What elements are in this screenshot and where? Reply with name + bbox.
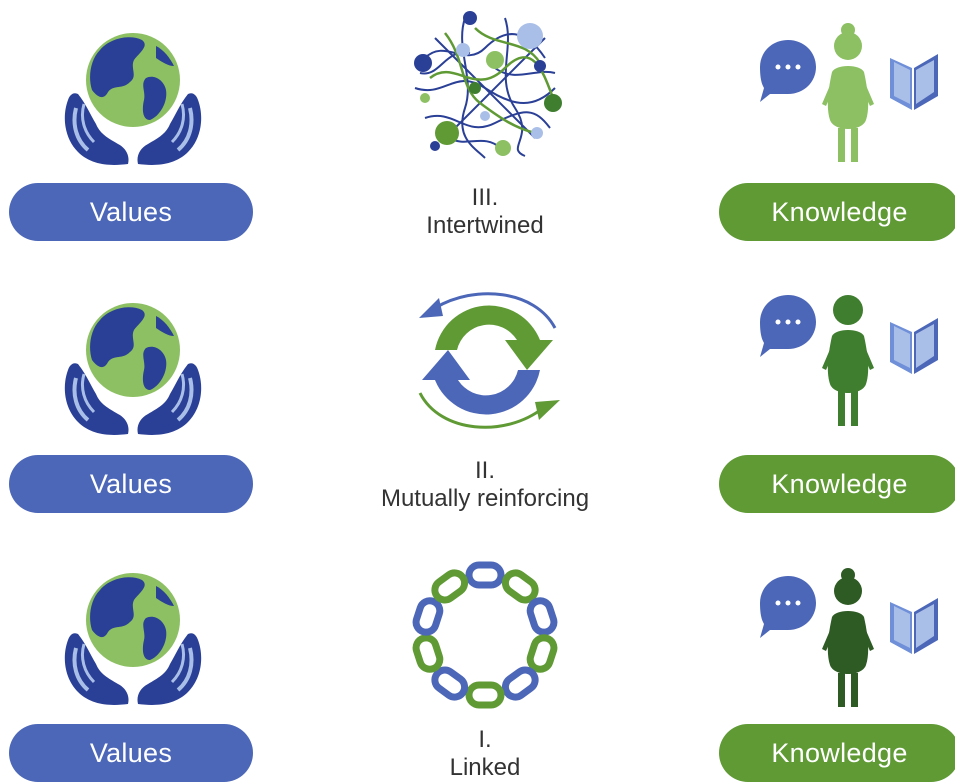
globe-hands-icon [38,290,228,440]
values-label: Values [9,455,253,513]
values-label: Values [9,724,253,782]
chain-ring-icon [410,560,560,710]
network-icon [405,8,570,163]
roman-numeral: III. [471,184,499,211]
knowledge-label: Knowledge [719,455,955,513]
caption-mutually-reinforcing: II. Mutually reinforcing [330,457,640,513]
globe-hands-icon [38,560,228,710]
book-icon [888,48,940,112]
caption-intertwined: III. Intertwined [330,184,640,240]
speech-bubble-icon [760,576,816,638]
person-icon [818,565,878,710]
roman-numeral: II. [474,457,495,484]
caption-linked: I. Linked [330,726,640,782]
knowledge-label: Knowledge [719,724,955,782]
person-icon [818,20,878,165]
person-icon [818,290,878,430]
knowledge-label: Knowledge [719,183,955,241]
relationship-label: Intertwined [426,212,544,239]
book-icon [888,312,940,376]
speech-bubble-icon [760,40,816,102]
cycle-arrows-icon [405,278,570,443]
roman-numeral: I. [478,726,492,753]
globe-hands-icon [38,20,228,170]
relationship-label: Linked [449,754,521,781]
relationship-label: Mutually reinforcing [380,485,590,512]
values-label: Values [9,183,253,241]
speech-bubble-icon [760,295,816,357]
book-icon [888,592,940,656]
